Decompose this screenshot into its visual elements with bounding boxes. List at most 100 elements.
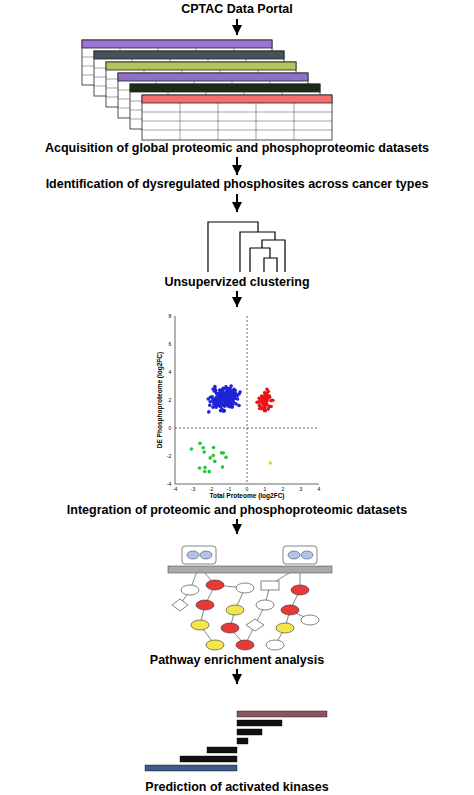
scatter-axes-part: [175, 428, 319, 429]
scatter-point: [208, 403, 212, 407]
process-step: Unsupervized clustering: [0, 213, 474, 290]
pathway-network-part-part: [246, 619, 264, 631]
axis-title: DE Phosphoproteome (log2FC): [157, 352, 164, 448]
tick-label: 4: [318, 487, 321, 492]
kinase-bar-chart-part: [237, 729, 262, 735]
scatter-point: [266, 390, 270, 394]
kinase-bar-chart-part: [180, 756, 237, 762]
step-caption: Prediction of activated kinases: [145, 780, 328, 795]
stacked-tables-part: [118, 73, 308, 81]
kinase-bar-chart: [145, 711, 327, 771]
flow-arrow: [236, 669, 238, 684]
scatter-point: [264, 399, 268, 403]
pathway-network-part-part: [301, 615, 319, 625]
scatter-axes-part: [175, 484, 319, 485]
pathway-network-part-part: [291, 585, 309, 595]
scatter-point: [271, 398, 275, 402]
pathway-network-part: [301, 551, 313, 559]
scatter-point: [203, 470, 207, 474]
stacked-tables: [82, 40, 332, 140]
pathway-network-part-part: [206, 640, 224, 650]
process-step: Acquisition of global proteomic and phos…: [0, 36, 474, 156]
pathway-network-part: [288, 551, 300, 559]
scatter-point: [213, 460, 217, 464]
pathway-network-part: [182, 546, 216, 564]
scatter-point: [229, 402, 233, 406]
scatter-point: [226, 387, 230, 391]
scatter-point: [219, 409, 223, 413]
scatter-point: [258, 404, 262, 408]
pathway-network-part: [200, 551, 212, 559]
scatter-point: [268, 395, 272, 399]
pathway-network-part-part: [221, 623, 239, 633]
scatter-point: [232, 400, 236, 404]
step-caption: Acquisition of global proteomic and phos…: [45, 141, 429, 156]
dendrogram-part: [240, 232, 275, 272]
tick-label: -1: [227, 487, 231, 492]
tick-label: -4: [167, 482, 171, 487]
scatter-point: [224, 456, 228, 460]
tick-label: 0: [246, 487, 249, 492]
pathway-network-part: [172, 580, 319, 650]
tick-label: 2: [282, 487, 285, 492]
tick-label: -4: [173, 487, 177, 492]
scatter-point: [221, 465, 225, 469]
scatter-point: [211, 454, 215, 458]
scatter-point: [222, 394, 226, 398]
scatter-point: [232, 396, 236, 400]
scatter-points: [190, 384, 275, 473]
scatter-point: [264, 395, 268, 399]
pathway-network-part-part: [261, 581, 279, 590]
step-caption: Identification of dysregulated phosphosi…: [46, 177, 429, 192]
kinase-bar-chart-part: [145, 765, 237, 771]
scatter-point: [226, 394, 230, 398]
kinase-bar-chart-part: [207, 747, 237, 753]
process-step: Prediction of activated kinases: [0, 685, 474, 795]
pathway-network-part-part: [172, 599, 188, 611]
scatter-point: [212, 399, 216, 403]
scatter-point: [207, 470, 211, 474]
flow-arrow: [236, 519, 238, 534]
scatter-point: [206, 397, 210, 401]
scatter-point: [263, 391, 267, 395]
scatter-point: [217, 395, 221, 399]
scatter-point: [264, 409, 268, 413]
scatter-axes-part: [247, 316, 248, 484]
scatter-point: [224, 401, 228, 405]
stacked-tables-part: [142, 95, 332, 103]
dendrogram-part: [262, 240, 285, 272]
flow-arrow: [236, 157, 238, 175]
scatter-point: [198, 441, 202, 445]
tick-label: 1: [264, 487, 267, 492]
flow-arrow: [236, 19, 238, 35]
tick-label: -2: [209, 487, 213, 492]
pathway-network: [168, 546, 332, 650]
pathway-network-part-part: [196, 600, 214, 610]
scatter-point: [220, 451, 224, 455]
tick-label: 8: [169, 314, 172, 319]
tick-label: 6: [169, 342, 172, 347]
tick-label: 0: [169, 426, 172, 431]
scatter-point: [222, 394, 226, 398]
dendrogram-part: [250, 248, 270, 272]
scatter-point: [212, 446, 216, 450]
pathway-network-part-part: [266, 640, 284, 650]
stacked-tables-part: [106, 62, 296, 70]
scatter-point: [203, 466, 207, 470]
tick-label: 2: [169, 398, 172, 403]
stacked-tables-part: [82, 40, 272, 48]
flow-arrow: [236, 194, 238, 212]
step-caption: Pathway enrichment analysis: [150, 653, 324, 668]
scatter-point: [202, 450, 206, 454]
scatter-point: [237, 404, 241, 408]
stacked-tables-part: [94, 51, 284, 59]
step-caption: Integration of proteomic and phosphoprot…: [67, 503, 407, 518]
tick-label: -3: [191, 487, 195, 492]
scatter-axes-part: [175, 316, 176, 484]
scatter-point: [264, 399, 268, 403]
scatter-point: [190, 447, 194, 451]
scatter-point: [214, 405, 218, 409]
step-caption: CPTAC Data Portal: [181, 2, 293, 17]
